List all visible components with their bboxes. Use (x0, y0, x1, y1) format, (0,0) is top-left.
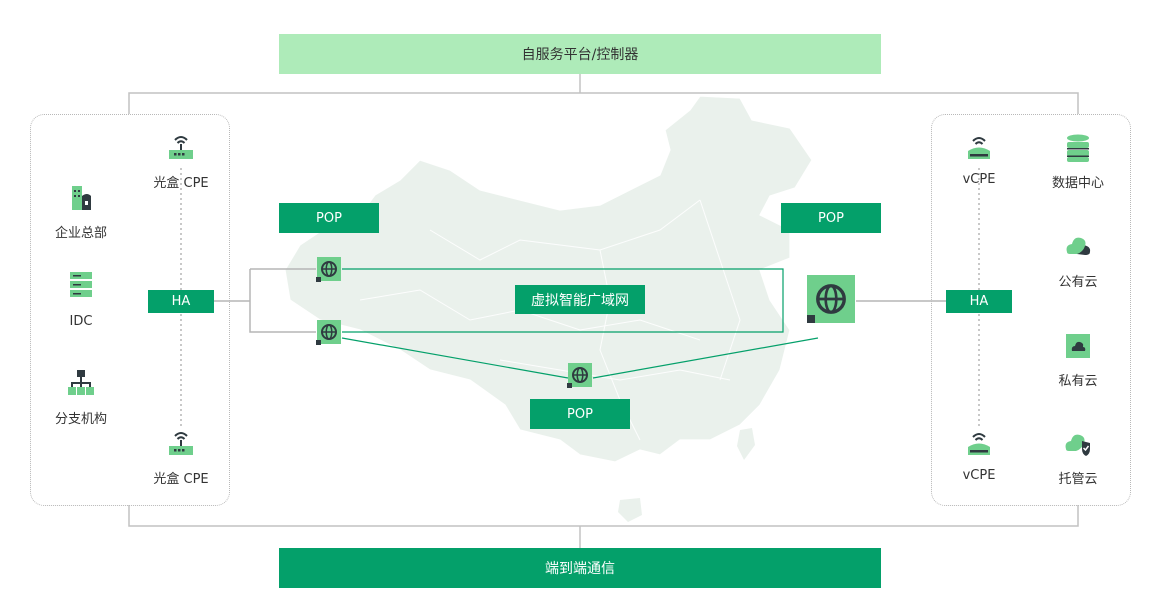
self-service-platform-bar: 自服务平台/控制器 (279, 34, 881, 74)
self-service-platform-label: 自服务平台/控制器 (521, 47, 639, 63)
pop-east-box: POP (781, 203, 881, 233)
building-icon (72, 186, 91, 210)
idc-label: IDC (69, 314, 93, 329)
hq-label: 企业总部 (54, 226, 107, 241)
globe-icon (316, 320, 341, 345)
cloud-icon (1066, 237, 1091, 255)
pop-south-box: POP (530, 399, 630, 429)
ha-right-label: HA (969, 294, 989, 309)
branch-label: 分支机构 (54, 412, 107, 427)
cpe-top-label: 光盒 CPE (153, 176, 209, 191)
vcpe-bottom-label: vCPE (962, 468, 996, 483)
router-icon (968, 433, 990, 455)
public-cloud-label: 公有云 (1058, 275, 1098, 290)
sd-wan-label: 虚拟智能广域网 (531, 292, 629, 309)
pop-west-label: POP (316, 210, 342, 226)
datacenter-label: 数据中心 (1051, 176, 1104, 191)
router-icon (169, 136, 193, 159)
right-panel (931, 114, 1131, 506)
cpe-bottom-label: 光盒 CPE (153, 472, 209, 487)
router-icon (968, 137, 990, 159)
pop-west-box: POP (279, 203, 379, 233)
pop-east-label: POP (818, 210, 844, 226)
end-to-end-label: 端到端通信 (545, 561, 615, 577)
ha-right-box: HA (946, 290, 1012, 313)
server-rack-icon (70, 272, 92, 297)
end-to-end-communication-bar: 端到端通信 (279, 548, 881, 588)
globe-icon (807, 275, 855, 323)
pop-south-label: POP (567, 406, 593, 422)
globe-icon (567, 363, 592, 388)
globe-icon (316, 257, 341, 282)
ha-left-box: HA (148, 290, 214, 313)
router-icon (169, 432, 193, 455)
private-cloud-icon (1066, 334, 1090, 358)
managed-cloud-label: 托管云 (1058, 472, 1098, 487)
private-cloud-label: 私有云 (1058, 374, 1098, 389)
left-panel (30, 114, 230, 506)
ha-left-label: HA (171, 294, 191, 309)
database-icon (1067, 134, 1089, 162)
sd-wan-label-box: 虚拟智能广域网 (515, 285, 645, 314)
org-chart-icon (68, 370, 94, 395)
vcpe-top-label: vCPE (962, 172, 996, 187)
managed-cloud-icon (1065, 434, 1090, 456)
